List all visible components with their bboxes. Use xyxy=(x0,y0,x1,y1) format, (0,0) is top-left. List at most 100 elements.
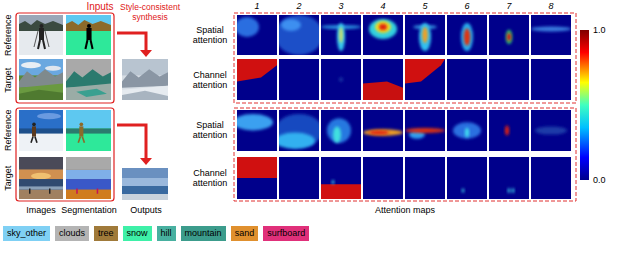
map-ground xyxy=(363,15,403,55)
map-blob xyxy=(405,128,445,133)
attention-map xyxy=(237,15,277,55)
attention-map xyxy=(237,59,277,100)
legend-swatch: mountain xyxy=(181,226,226,241)
map-ground xyxy=(447,15,487,55)
column-number: 1 xyxy=(254,1,259,11)
attention-map xyxy=(531,59,571,100)
map-region xyxy=(405,59,445,84)
map-ground xyxy=(321,59,361,100)
row-label: Target xyxy=(3,165,13,190)
map-ground xyxy=(489,59,529,100)
map-blob xyxy=(512,188,514,193)
map-ground xyxy=(279,157,319,199)
input-frame xyxy=(16,108,114,201)
reference-segmentation xyxy=(66,110,111,151)
map-blob xyxy=(462,189,464,193)
output-photo xyxy=(122,59,168,100)
map-region xyxy=(363,82,403,100)
map-ground xyxy=(489,110,529,151)
map-ground xyxy=(447,59,487,100)
column-number: 4 xyxy=(380,1,385,11)
row-label: Spatial attention xyxy=(187,25,233,46)
map-ground xyxy=(489,157,529,199)
attention-map xyxy=(321,59,361,100)
map-ground xyxy=(489,15,529,55)
attention-map xyxy=(447,59,487,100)
attention-map xyxy=(405,157,445,199)
map-blob xyxy=(369,19,397,39)
colorbar-tick: 1.0 xyxy=(593,25,606,35)
map-blob xyxy=(453,122,481,138)
reference-segmentation xyxy=(66,15,111,55)
column-number: 5 xyxy=(422,1,427,11)
map-region xyxy=(321,184,361,199)
row-label: Channel attention xyxy=(187,168,233,189)
column-number: 6 xyxy=(464,1,469,11)
legend-swatch: clouds xyxy=(55,226,89,241)
map-blob xyxy=(422,27,428,43)
legend-text: surfboard xyxy=(267,228,305,238)
map-blob xyxy=(369,131,389,135)
map-blob xyxy=(337,23,345,51)
map-region xyxy=(237,157,277,178)
column-label: Segmentation xyxy=(61,205,117,215)
map-blob xyxy=(506,30,512,44)
map-blob xyxy=(535,126,567,134)
attention-map xyxy=(489,15,529,55)
legend-text: sand xyxy=(235,228,255,238)
legend-swatch: snow xyxy=(123,226,152,241)
map-ground xyxy=(447,110,487,151)
input-frame xyxy=(16,13,114,103)
map-ground xyxy=(237,157,277,199)
map-frame xyxy=(234,108,576,201)
map-blob xyxy=(464,28,470,46)
arrow-label: Style-consistent synthesis xyxy=(112,3,188,23)
map-blob xyxy=(339,27,342,43)
column-number: 3 xyxy=(338,1,343,11)
map-ground xyxy=(447,157,487,199)
map-blob xyxy=(327,118,351,143)
legend-swatch: sand xyxy=(231,226,259,241)
output-photo xyxy=(122,168,168,200)
map-ground xyxy=(531,110,571,151)
reference-photo xyxy=(19,15,63,55)
column-number: 8 xyxy=(548,1,553,11)
row-label: Target xyxy=(3,67,13,92)
map-ground xyxy=(405,59,445,100)
reference-photo xyxy=(19,110,63,151)
attention-map xyxy=(321,157,361,199)
attention-map xyxy=(279,59,319,100)
attention-map xyxy=(405,15,445,55)
attention-map xyxy=(531,15,571,55)
attention-map xyxy=(363,157,403,199)
target-segmentation xyxy=(66,157,111,199)
map-ground xyxy=(531,15,571,55)
synthesis-arrow xyxy=(117,125,146,158)
legend-text: snow xyxy=(127,228,148,238)
map-blob xyxy=(339,77,343,81)
attention-map xyxy=(363,59,403,100)
attention-map xyxy=(531,110,571,151)
attention-map xyxy=(363,15,403,55)
legend-text: clouds xyxy=(59,228,85,238)
map-blob xyxy=(237,17,259,37)
map-blob xyxy=(507,33,511,41)
row-label: Reference xyxy=(3,14,13,56)
column-label: Outputs xyxy=(130,205,162,215)
legend-text: mountain xyxy=(185,228,222,238)
map-blob xyxy=(332,180,334,184)
panel-title: Inputs xyxy=(86,1,113,13)
map-blob xyxy=(375,21,391,33)
map-blob xyxy=(363,129,403,136)
attention-map xyxy=(531,157,571,199)
target-segmentation xyxy=(66,59,111,100)
map-ground xyxy=(237,59,277,100)
synthesis-arrow xyxy=(117,33,146,50)
map-blob xyxy=(531,27,571,32)
map-blob xyxy=(333,126,341,142)
attention-map xyxy=(237,157,277,199)
attention-map xyxy=(489,59,529,100)
colorbar xyxy=(580,30,589,180)
map-blob xyxy=(505,126,509,136)
